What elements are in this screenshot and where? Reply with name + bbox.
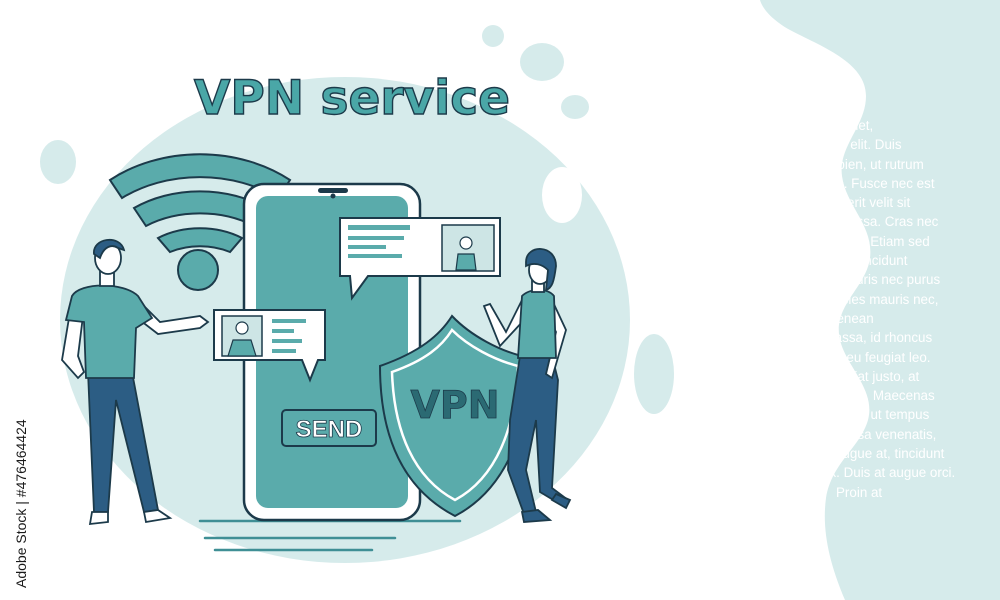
deco-blob — [520, 43, 564, 81]
man-figure — [61, 239, 210, 526]
right-text-panel-blob — [760, 0, 1000, 600]
body-text: Lorem ipsum dolor sit amet, consectetur a… — [700, 116, 990, 502]
stock-id-text: Adobe Stock | #476464424 — [13, 419, 29, 588]
wifi-icon — [108, 153, 292, 291]
stock-watermark: Adobe Stock | #476464424 — [13, 419, 29, 588]
deco-blob — [40, 140, 76, 184]
deco-blob — [561, 95, 589, 119]
phone-speaker — [318, 188, 348, 193]
body-text-line: Lorem ipsum dolor sit amet, — [708, 118, 874, 133]
chat-bubble-received — [339, 217, 501, 301]
deco-blob — [482, 25, 504, 47]
body-text-line: quam. Ut in massa venenatis, — [760, 426, 937, 442]
body-text-line: ex. Duis at augue orci. — [822, 465, 956, 481]
shield-label: VPN — [410, 383, 499, 427]
body-text-line: aliquet magna, tincidunt — [766, 253, 908, 269]
body-text-line: eleifend efficitur sapien, ut rutrum — [726, 156, 924, 172]
body-text-line: enim vehicula ac. Fusce nec est — [744, 175, 935, 191]
body-text-line: amet, luctus massa. Cras nec — [762, 214, 939, 230]
body-text-line: vitae dignissim lorem, ut tempus — [738, 407, 930, 423]
body-text-line: sollicitudin nibh. Aenean — [730, 310, 874, 326]
deco-blob — [634, 334, 674, 414]
body-text-line: elit rutrum ac. Sed eu feugiat leo. — [734, 349, 931, 365]
chat-bubble-sent — [213, 309, 326, 383]
body-text-line: mollis nisi. Mauris nec purus — [772, 272, 941, 288]
send-button[interactable]: SEND — [281, 409, 377, 447]
page-title: VPN service — [194, 71, 510, 126]
body-text-line: Nullam venenatis feugiat justo, at — [722, 368, 920, 384]
body-text-line: consectetur velit. Etiam sed — [766, 233, 930, 249]
body-text-line: suscipit, ultricies mauris nec, — [768, 291, 939, 307]
deco-white-blob — [542, 167, 582, 223]
shield-icon: VPN — [378, 314, 532, 518]
woman-figure — [482, 248, 572, 523]
body-text-line: iaculis augue at, tincidunt — [794, 446, 945, 462]
send-label: SEND — [296, 416, 363, 443]
body-text-line: Proin at — [836, 484, 883, 500]
body-text-line: fermentum nisl massa, id rhoncus — [732, 330, 933, 346]
body-text-line: venenatis, hendrerit velit sit — [748, 195, 911, 211]
body-text-line: iaculis sem convallis in. Maecenas — [730, 388, 935, 404]
body-text-line: consectetur adipiscing elit. Duis — [714, 137, 902, 153]
